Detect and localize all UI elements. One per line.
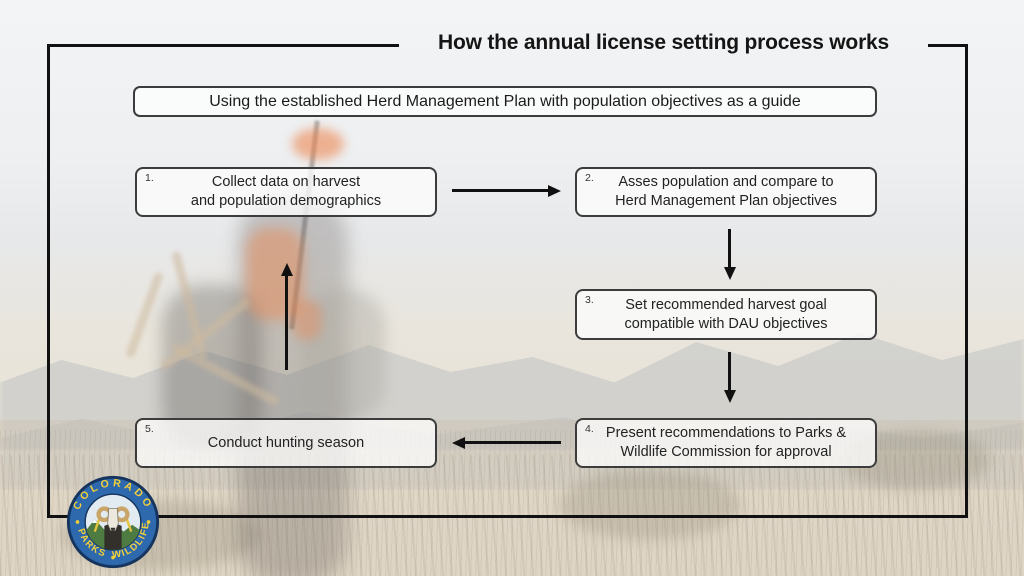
guide-banner-label: Using the established Herd Management Pl… <box>209 92 801 110</box>
step-text-line: Present recommendations to Parks & <box>605 425 847 442</box>
logo-separator-dot <box>111 555 115 560</box>
step-text-line: compatible with DAU objectives <box>624 315 828 332</box>
arrow-head-right-icon <box>548 184 561 197</box>
logo-corn-stalk <box>93 517 101 533</box>
frame-bottom-border <box>47 515 968 518</box>
step-number: 2. <box>585 172 594 184</box>
step-text-line: Herd Management Plan objectives <box>615 193 837 209</box>
step-text-line: and population demographics <box>190 193 382 209</box>
step-number: 4. <box>585 423 594 435</box>
background-hunter-arm <box>300 290 385 420</box>
background-antler-beam <box>169 342 281 407</box>
step-number: 1. <box>145 172 154 184</box>
step-number: 5. <box>145 423 154 435</box>
step-text-line: Wildlife Commission for approval <box>620 444 832 460</box>
step-text-line: Asses population and compare to <box>618 174 834 191</box>
frame-top-right-segment <box>928 44 968 47</box>
guide-banner: Using the established Herd Management Pl… <box>133 86 877 117</box>
step-box-3: 3. Set recommended harvest goal compatib… <box>575 289 877 340</box>
arrow-head-left-icon <box>452 436 465 449</box>
logo-emblem <box>85 506 141 550</box>
background-antler-tine <box>124 271 165 359</box>
arrow-step3-to-step4 <box>728 352 731 390</box>
arrow-step2-to-step3 <box>728 229 731 267</box>
logo-ram-nose <box>110 527 116 531</box>
frame-top-left-segment <box>47 44 399 47</box>
background-rifle <box>289 120 320 330</box>
logo-ram-face <box>107 508 119 531</box>
step-text-line: Set recommended harvest goal <box>625 296 827 313</box>
step-text-line: Collect data on harvest <box>211 174 361 191</box>
background-orange-hat <box>292 128 344 160</box>
background-orange-vest <box>246 228 304 320</box>
background-hunter-figure <box>238 195 348 576</box>
frame-right-border <box>965 44 968 518</box>
colorado-parks-wildlife-logo: COLORADO PARKS WILDLIFE <box>66 475 160 569</box>
background-orange-vest-patch <box>292 300 322 340</box>
arrow-step5-to-step1 <box>285 275 288 370</box>
frame-left-border <box>47 44 50 518</box>
step-box-5: 5. Conduct hunting season <box>135 418 437 468</box>
step-box-2: 2. Asses population and compare to Herd … <box>575 167 877 217</box>
background-antler-beam <box>158 297 252 372</box>
step-box-4: 4. Present recommendations to Parks & Wi… <box>575 418 877 468</box>
logo-corn-stalk <box>125 517 133 533</box>
logo-separator-dot <box>75 520 80 524</box>
step-box-1: 1. Collect data on harvest and populatio… <box>135 167 437 217</box>
background-sagebrush <box>560 470 740 540</box>
step-number: 3. <box>585 294 594 306</box>
arrow-step1-to-step2 <box>452 189 548 192</box>
page-title: How the annual license setting process w… <box>438 31 889 54</box>
step-text-line: Conduct hunting season <box>207 434 365 451</box>
arrow-head-down-icon <box>723 267 736 280</box>
arrow-head-up-icon <box>280 263 293 276</box>
logo-ram-body <box>104 523 122 550</box>
logo-separator-dot <box>146 520 151 524</box>
arrow-step4-to-step5 <box>465 441 561 444</box>
background-antler-tine <box>170 250 209 360</box>
arrow-head-down-icon <box>723 390 736 403</box>
